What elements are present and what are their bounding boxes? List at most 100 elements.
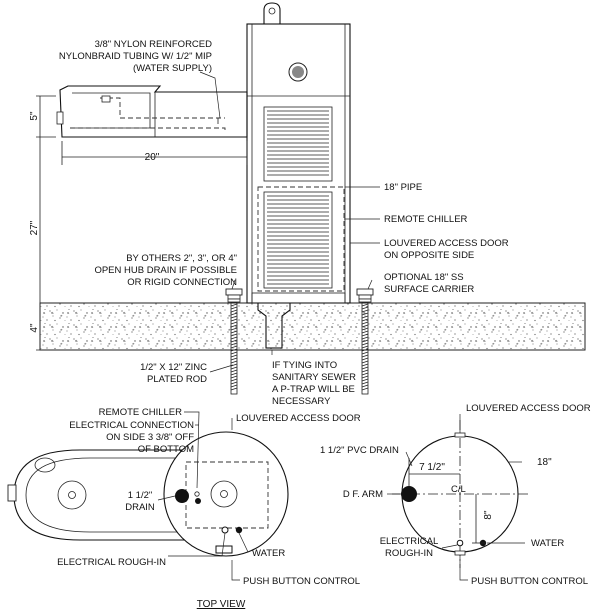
- rod-thread: [361, 345, 369, 349]
- rod-thread: [230, 381, 238, 385]
- rod-thread: [230, 366, 238, 370]
- rod-thread: [361, 324, 369, 328]
- rod-thread: [230, 339, 238, 343]
- top-view: REMOTE CHILLER LOUVERED ACCESS DOOR ELEC…: [7, 407, 361, 610]
- right-label-louvered-door: LOUVERED ACCESS DOOR: [466, 403, 591, 414]
- rod-thread: [230, 378, 238, 382]
- top-label-louvered-door: LOUVERED ACCESS DOOR: [236, 413, 361, 424]
- rod-thread: [361, 354, 369, 358]
- rod-thread: [230, 324, 238, 328]
- rod-thread: [361, 342, 369, 346]
- rod-thread: [361, 318, 369, 322]
- fountain-bowl-side: [56, 85, 248, 138]
- top-label-water: WATER: [252, 548, 285, 559]
- label-p-trap-1: IF TYING INTO: [272, 360, 337, 371]
- electrical-rough-dot-right: [456, 539, 464, 547]
- rod-thread: [230, 387, 238, 391]
- rod-thread: [361, 372, 369, 376]
- electrical-rough-dot: [221, 526, 229, 534]
- rod-thread: [230, 369, 238, 373]
- rod-thread: [361, 321, 369, 325]
- right-label-7-5: 7 1/2": [419, 462, 445, 473]
- concrete-floor: [39, 302, 586, 351]
- mounting-hook: [263, 2, 281, 25]
- rod-thread: [230, 327, 238, 331]
- rod-thread: [361, 309, 369, 313]
- top-view-title: TOP VIEW: [197, 599, 246, 610]
- rod-thread: [230, 336, 238, 340]
- rod-thread: [361, 330, 369, 334]
- dim-27: 27": [29, 220, 40, 235]
- rod-thread: [230, 309, 238, 313]
- label-optional-carrier-2: SURFACE CARRIER: [384, 284, 474, 295]
- rod-thread: [361, 363, 369, 367]
- rod-thread: [230, 303, 238, 307]
- rod-thread: [361, 327, 369, 331]
- anchor-rod-left: [225, 288, 243, 395]
- label-remote-chiller: REMOTE CHILLER: [384, 214, 468, 225]
- rod-thread: [230, 345, 238, 349]
- rod-thread: [230, 321, 238, 325]
- cabinet-top-circle: [163, 431, 289, 557]
- rod-thread: [361, 336, 369, 340]
- rod-thread: [230, 375, 238, 379]
- right-plan-view: LOUVERED ACCESS DOOR 1 1/2" PVC DRAIN 18…: [320, 403, 591, 587]
- top-label-remote-chiller: REMOTE CHILLER: [99, 407, 183, 418]
- rod-thread: [230, 348, 238, 352]
- rod-thread: [230, 315, 238, 319]
- rod-thread: [230, 318, 238, 322]
- water-dot: [235, 526, 243, 534]
- rod-thread: [361, 303, 369, 307]
- top-label-elec-conn-3: OF BOTTOM: [138, 444, 194, 455]
- rod-thread: [230, 357, 238, 361]
- dim-4: 4": [29, 323, 40, 333]
- push-button: [215, 545, 233, 554]
- top-label-elec-conn-2: ON SIDE 3 3/8" OFF: [106, 432, 194, 443]
- label-tubing-3: (WATER SUPPLY): [133, 63, 212, 74]
- right-label-pvc-drain: 1 1/2" PVC DRAIN: [320, 445, 399, 456]
- rod-thread: [361, 351, 369, 355]
- right-label-8: 8": [483, 510, 494, 520]
- rod-thread: [361, 360, 369, 364]
- right-label-water: WATER: [531, 538, 564, 549]
- leader-lines: [199, 71, 380, 373]
- rod-thread: [230, 372, 238, 376]
- rod-thread: [361, 384, 369, 388]
- label-18-pipe: 18" PIPE: [384, 182, 422, 193]
- top-label-drain-2: DRAIN: [125, 502, 155, 513]
- rod-thread: [361, 312, 369, 316]
- louver-panel-upper: [263, 106, 333, 182]
- label-p-trap-2: SANITARY SEWER: [272, 372, 356, 383]
- drain-dot: [175, 489, 189, 503]
- rod-thread: [361, 306, 369, 310]
- label-zinc-rod-2: PLATED ROD: [147, 374, 207, 385]
- rod-thread: [230, 306, 238, 310]
- rod-thread: [361, 375, 369, 379]
- rod-thread: [361, 366, 369, 370]
- rod-thread: [361, 315, 369, 319]
- rod-thread: [230, 354, 238, 358]
- rod-thread: [361, 378, 369, 382]
- dim-5: 5": [29, 111, 40, 121]
- anchor-rod-right: [356, 288, 374, 395]
- label-tubing-1: 3/8" NYLON REINFORCED: [95, 39, 213, 50]
- label-p-trap-4: NECESSARY: [272, 396, 331, 407]
- rod-thread: [230, 312, 238, 316]
- label-by-others-2: OPEN HUB DRAIN IF POSSIBLE: [94, 265, 237, 276]
- louver-panel-lower: [263, 191, 333, 289]
- rod-thread: [230, 351, 238, 355]
- rod-thread: [230, 333, 238, 337]
- rod-thread: [230, 360, 238, 364]
- label-tubing-2: NYLONBRAID TUBING W/ 1/2" MIP: [59, 51, 212, 62]
- top-label-elec-rough: ELECTRICAL ROUGH-IN: [57, 557, 166, 568]
- right-label-push-button: PUSH BUTTON CONTROL: [471, 576, 588, 587]
- top-label-drain-1: 1 1/2": [128, 490, 153, 501]
- dim-20: 20": [145, 152, 160, 163]
- rod-thread: [361, 387, 369, 391]
- label-louvered-door-2: ON OPPOSITE SIDE: [384, 250, 474, 261]
- pvc-drain-dot: [401, 486, 417, 502]
- top-label-push-button: PUSH BUTTON CONTROL: [243, 576, 360, 587]
- label-by-others-1: BY OTHERS 2", 3", OR 4": [126, 253, 237, 264]
- dimension-lines: [36, 95, 248, 351]
